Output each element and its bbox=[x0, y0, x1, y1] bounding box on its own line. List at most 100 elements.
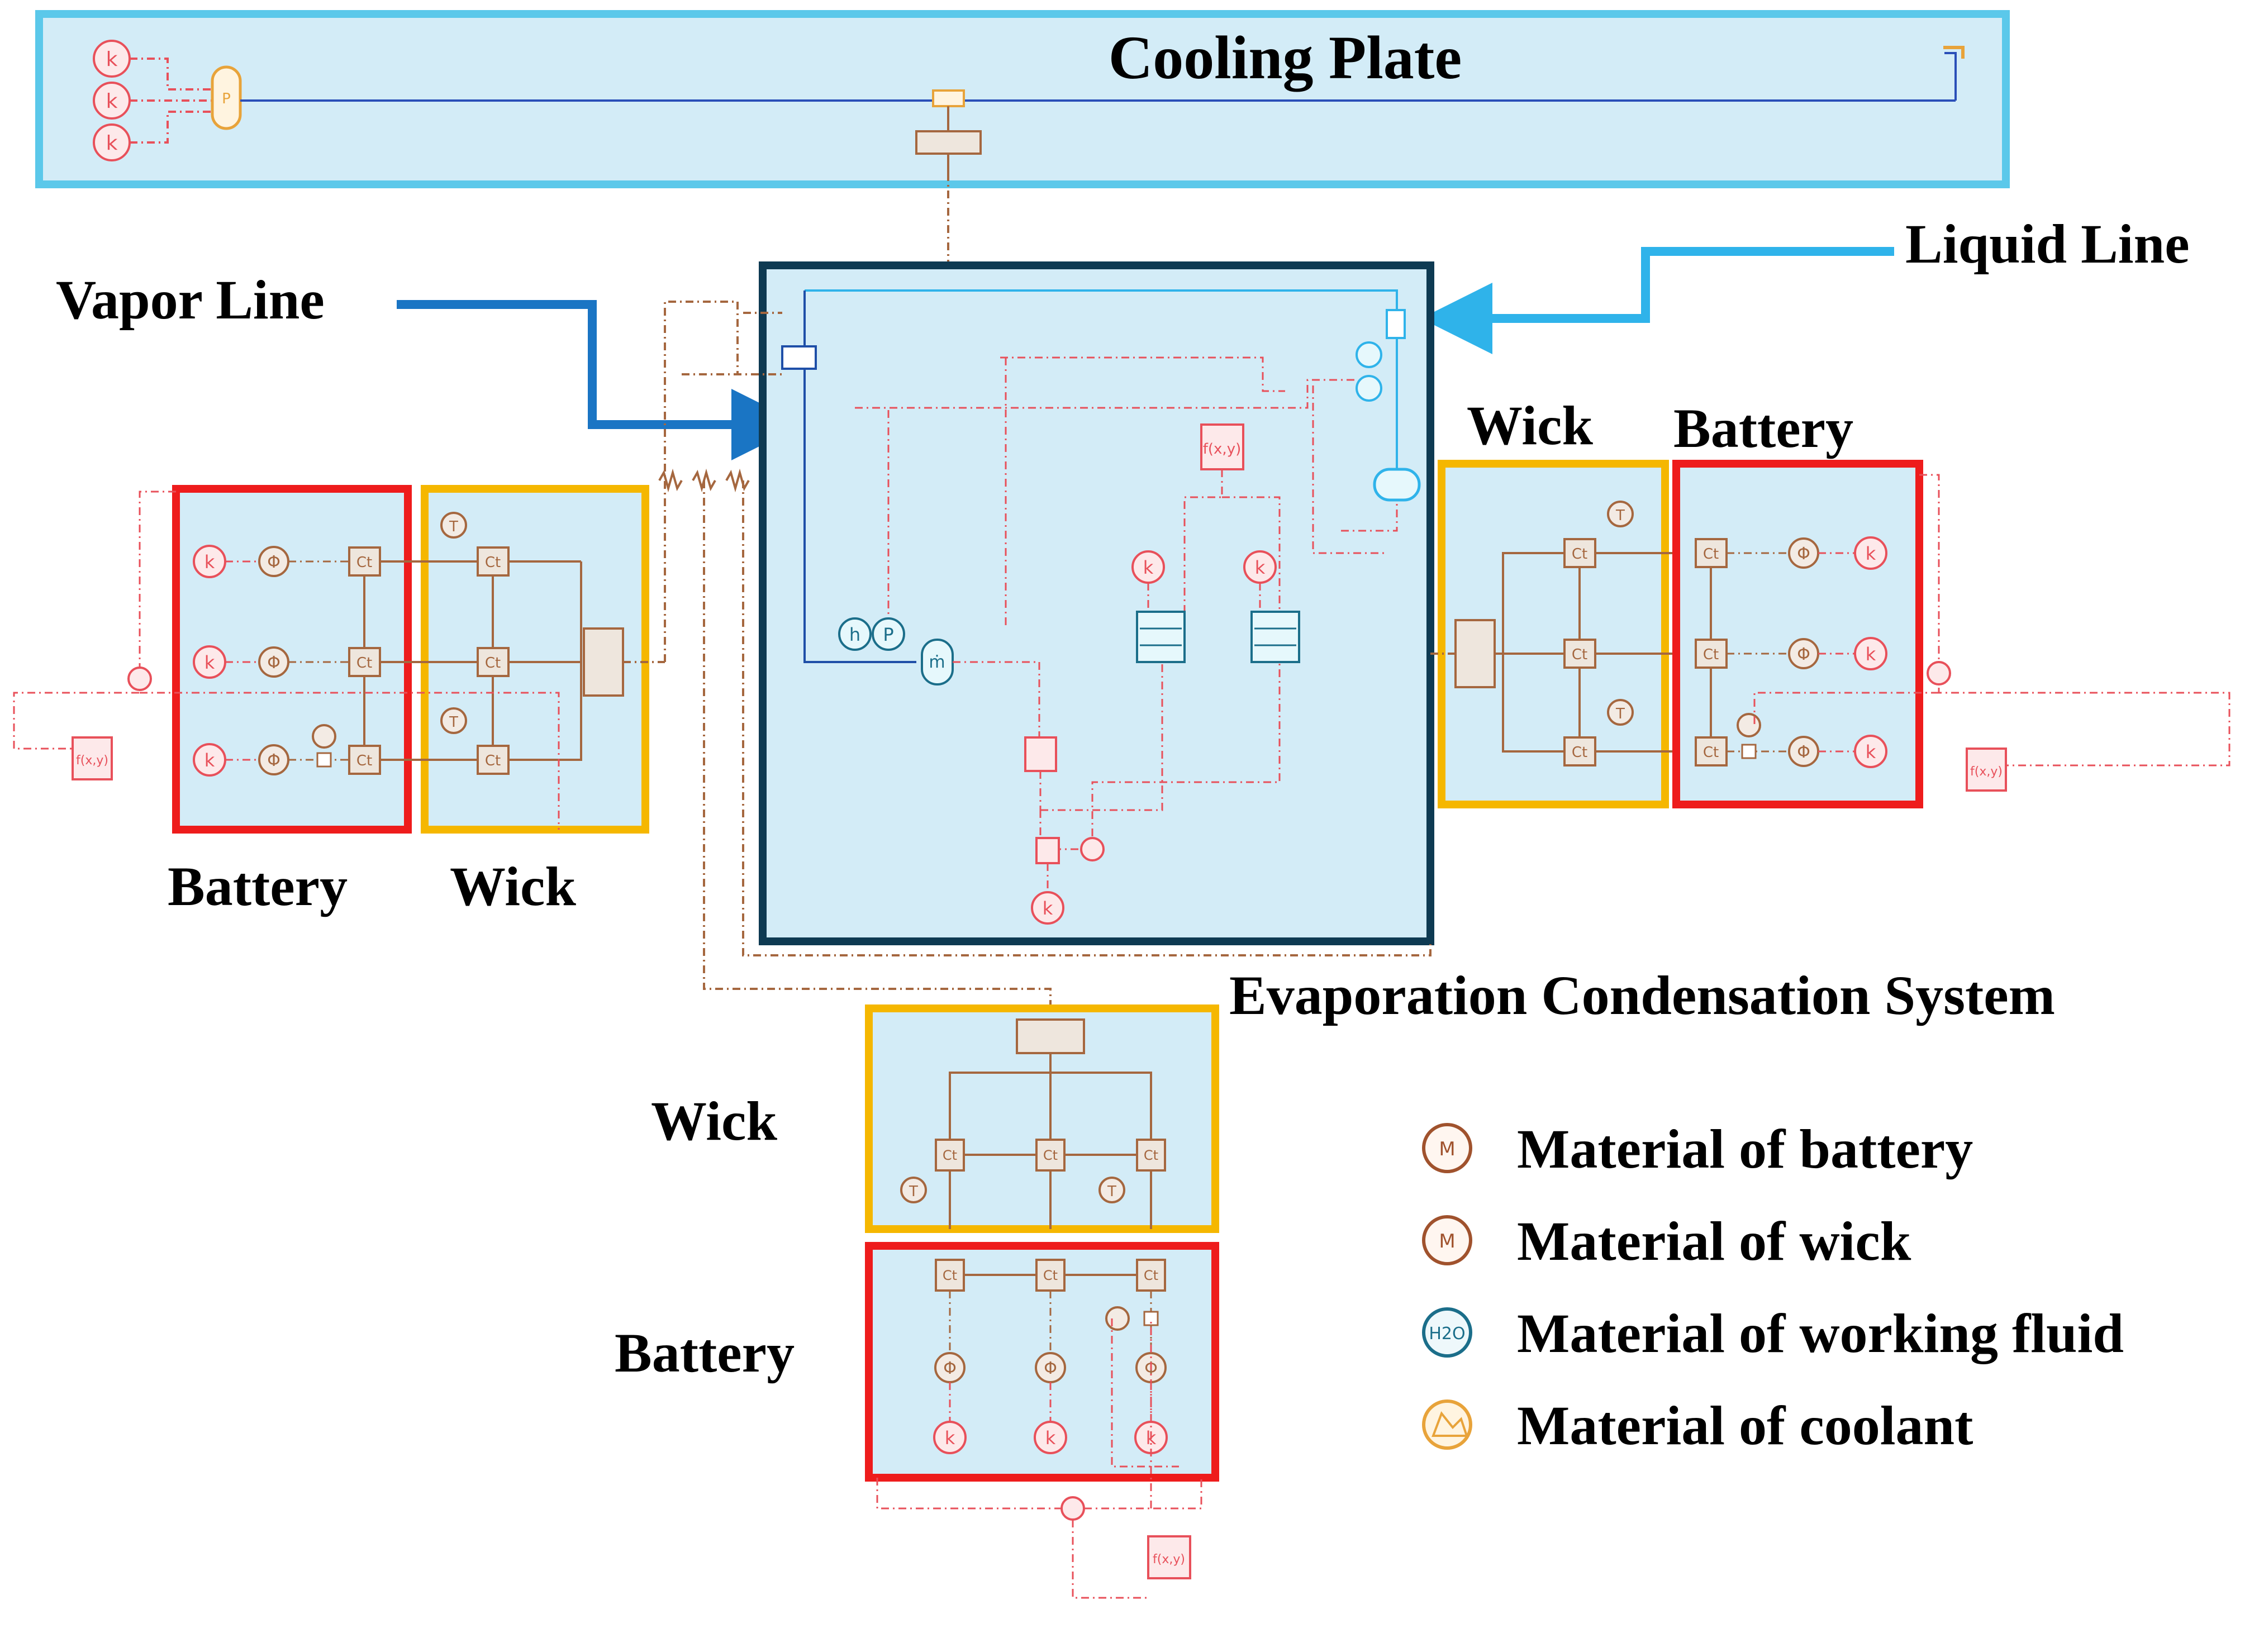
left-battery-panel: k k k Φ Φ Φ Ct Ct Ct bbox=[172, 485, 412, 834]
legend-text: Material of coolant bbox=[1517, 1394, 1973, 1456]
legend: M Material of battery M Material of wick… bbox=[1422, 1118, 2124, 1456]
bottom-battery-panel: Ct Ct Ct Φ Φ Φ k k k bbox=[865, 1242, 1219, 1482]
bottom-wick-label: Wick bbox=[651, 1090, 777, 1152]
svg-text:Ct: Ct bbox=[1703, 646, 1719, 663]
svg-text:h: h bbox=[849, 624, 860, 645]
coolant-sink-icon bbox=[1943, 46, 1965, 59]
svg-text:Ct: Ct bbox=[1144, 1268, 1158, 1283]
svg-text:Φ: Φ bbox=[267, 751, 280, 770]
svg-text:Ct: Ct bbox=[1043, 1148, 1058, 1163]
svg-text:T: T bbox=[1107, 1183, 1116, 1200]
bottom-wick-panel: Ct Ct Ct T T bbox=[865, 1004, 1219, 1233]
svg-text:k: k bbox=[205, 551, 215, 573]
sensor-icon bbox=[312, 724, 336, 768]
left-wick-label: Wick bbox=[450, 855, 576, 917]
svg-text:Φ: Φ bbox=[1797, 742, 1810, 762]
reservoir-icon bbox=[1373, 468, 1421, 502]
svg-text:Ct: Ct bbox=[485, 753, 501, 769]
svg-text:ṁ: ṁ bbox=[929, 653, 945, 672]
liquid-line-arrow bbox=[1421, 247, 1894, 354]
fxy-block-icon: f(x,y) bbox=[72, 736, 113, 780]
vapor-line-arrow bbox=[397, 300, 803, 460]
fxy-block-icon: f(x,y) bbox=[1200, 423, 1244, 470]
svg-text:Ct: Ct bbox=[356, 655, 372, 672]
legend-item: M Material of wick bbox=[1422, 1210, 1911, 1272]
ecs-label: Evaporation Condensation System bbox=[1229, 964, 2055, 1026]
enthalpy-sensor-icon: h bbox=[838, 617, 872, 651]
material-working-fluid-icon bbox=[1422, 1307, 1472, 1358]
legend-icon-text: M bbox=[1439, 1138, 1455, 1160]
svg-text:k: k bbox=[106, 48, 118, 71]
svg-text:k: k bbox=[1866, 543, 1876, 564]
coolant-glyph-icon bbox=[1432, 1411, 1468, 1437]
cooling-plate-label: Cooling Plate bbox=[1109, 23, 1462, 92]
svg-text:f(x,y): f(x,y) bbox=[1970, 765, 2003, 779]
svg-text:Ct: Ct bbox=[485, 554, 501, 571]
heat-flow-source-icon: Φ Φ Φ bbox=[934, 1352, 1167, 1383]
liquid-valve-icon bbox=[1386, 309, 1406, 339]
svg-text:k: k bbox=[1143, 557, 1154, 578]
legend-item: H2O Material of working fluid bbox=[1422, 1302, 2124, 1364]
fxy-block-icon: f(x,y) bbox=[1966, 748, 2007, 792]
k-source-icon: k bbox=[93, 82, 131, 120]
legend-item: Material of coolant bbox=[1422, 1394, 1973, 1456]
svg-text:k: k bbox=[1866, 644, 1876, 665]
svg-text:Ct: Ct bbox=[1703, 546, 1719, 563]
thermal-collector-icon bbox=[1016, 1018, 1085, 1054]
right-wick-label: Wick bbox=[1467, 394, 1593, 456]
heat-flow-source-icon: Φ Φ Φ bbox=[1788, 537, 1819, 767]
svg-text:k: k bbox=[945, 1427, 955, 1449]
pipe-joint-icon bbox=[781, 345, 817, 370]
svg-text:k: k bbox=[1866, 741, 1876, 763]
svg-text:Φ: Φ bbox=[1044, 1359, 1057, 1378]
legend-icon-text: M bbox=[1439, 1230, 1455, 1253]
thermal-collector-icon bbox=[1454, 619, 1496, 688]
right-wick-panel: Ct Ct Ct T T bbox=[1438, 460, 1704, 808]
legend-text: Material of battery bbox=[1517, 1118, 1973, 1180]
svg-text:k: k bbox=[1043, 898, 1053, 919]
left-wick-panel: Ct Ct Ct T T bbox=[380, 485, 665, 834]
k-source-icon: k bbox=[93, 40, 131, 78]
svg-text:Φ: Φ bbox=[1797, 544, 1810, 564]
temperature-sensor-icon: T T bbox=[1607, 501, 1634, 726]
svg-text:k: k bbox=[1255, 557, 1266, 578]
svg-text:k: k bbox=[106, 90, 118, 113]
cooling-plate-panel: Cooling Plate k k k P bbox=[35, 10, 2010, 188]
mpt-source-icon: P bbox=[211, 65, 242, 130]
k-source-icon: k bbox=[1131, 550, 1165, 584]
thermal-collector-icon bbox=[583, 627, 624, 697]
svg-text:f(x,y): f(x,y) bbox=[1203, 441, 1241, 458]
svg-text:Ct: Ct bbox=[1043, 1268, 1058, 1283]
svg-text:Ct: Ct bbox=[943, 1148, 957, 1163]
svg-text:k: k bbox=[205, 652, 215, 673]
bottom-battery-label: Battery bbox=[615, 1322, 795, 1384]
svg-text:Ct: Ct bbox=[943, 1268, 957, 1283]
temperature-sensor-icon: T T bbox=[900, 1177, 1125, 1203]
svg-text:Ct: Ct bbox=[356, 554, 372, 571]
svg-text:f(x,y): f(x,y) bbox=[1153, 1553, 1185, 1567]
k-source-icon: k bbox=[1031, 891, 1064, 925]
svg-text:k: k bbox=[205, 750, 215, 771]
svg-text:Φ: Φ bbox=[943, 1359, 957, 1378]
svg-text:T: T bbox=[1615, 706, 1625, 722]
cooling-channel-icon bbox=[915, 89, 982, 173]
mass-flow-source-icon: ṁ bbox=[921, 639, 954, 685]
fxy-block-icon: f(x,y) bbox=[1147, 1535, 1191, 1579]
vapor-line-label: Vapor Line bbox=[56, 269, 325, 331]
evaporation-condensation-panel: f(x,y) k k h P bbox=[759, 261, 1434, 945]
svg-text:Φ: Φ bbox=[1797, 645, 1810, 664]
thermal-capacitor-icon: Ct Ct Ct bbox=[348, 546, 381, 775]
product-block-icon bbox=[1035, 837, 1105, 864]
sum-block-icon bbox=[127, 666, 152, 691]
sum-block-icon bbox=[1060, 1496, 1085, 1521]
svg-text:f(x,y): f(x,y) bbox=[76, 754, 108, 768]
svg-text:k: k bbox=[106, 132, 118, 155]
svg-text:P: P bbox=[222, 91, 231, 107]
svg-text:T: T bbox=[449, 518, 458, 535]
heat-exchanger-icon bbox=[1250, 611, 1300, 663]
svg-text:Ct: Ct bbox=[1572, 546, 1587, 563]
svg-text:T: T bbox=[909, 1183, 918, 1200]
svg-text:Ct: Ct bbox=[1572, 744, 1587, 761]
k-source-icon: k k k bbox=[193, 545, 226, 777]
